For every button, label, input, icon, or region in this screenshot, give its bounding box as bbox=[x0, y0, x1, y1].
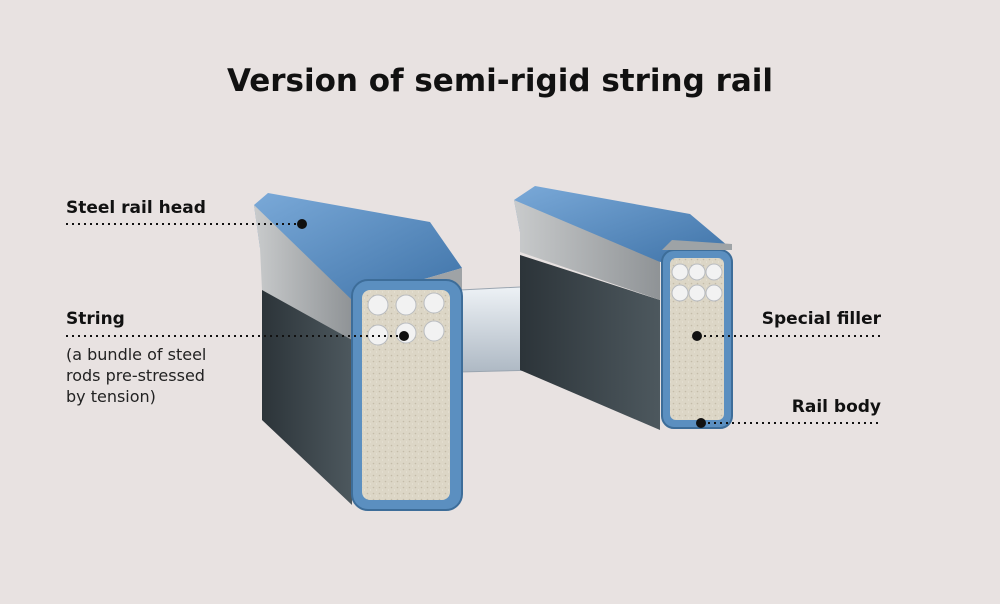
label-steel-rail-head: Steel rail head bbox=[66, 198, 206, 218]
page-title: Version of semi-rigid string rail bbox=[226, 63, 774, 99]
label-rail-body: Rail body bbox=[791, 397, 881, 417]
dot-steel-rail-head bbox=[297, 219, 307, 229]
leader-lines bbox=[66, 223, 882, 424]
dot-rail-body bbox=[696, 418, 706, 428]
label-string: String bbox=[66, 309, 125, 329]
dot-special-filler bbox=[692, 331, 702, 341]
right-rail bbox=[514, 186, 733, 430]
left-rail bbox=[254, 193, 463, 511]
label-special-filler: Special filler bbox=[761, 309, 881, 329]
dot-string bbox=[399, 331, 409, 341]
label-string-desc-3: by tension) bbox=[66, 387, 156, 406]
label-string-desc-2: rods pre-stressed bbox=[66, 366, 205, 385]
label-string-desc-1: (a bundle of steel bbox=[66, 345, 207, 364]
